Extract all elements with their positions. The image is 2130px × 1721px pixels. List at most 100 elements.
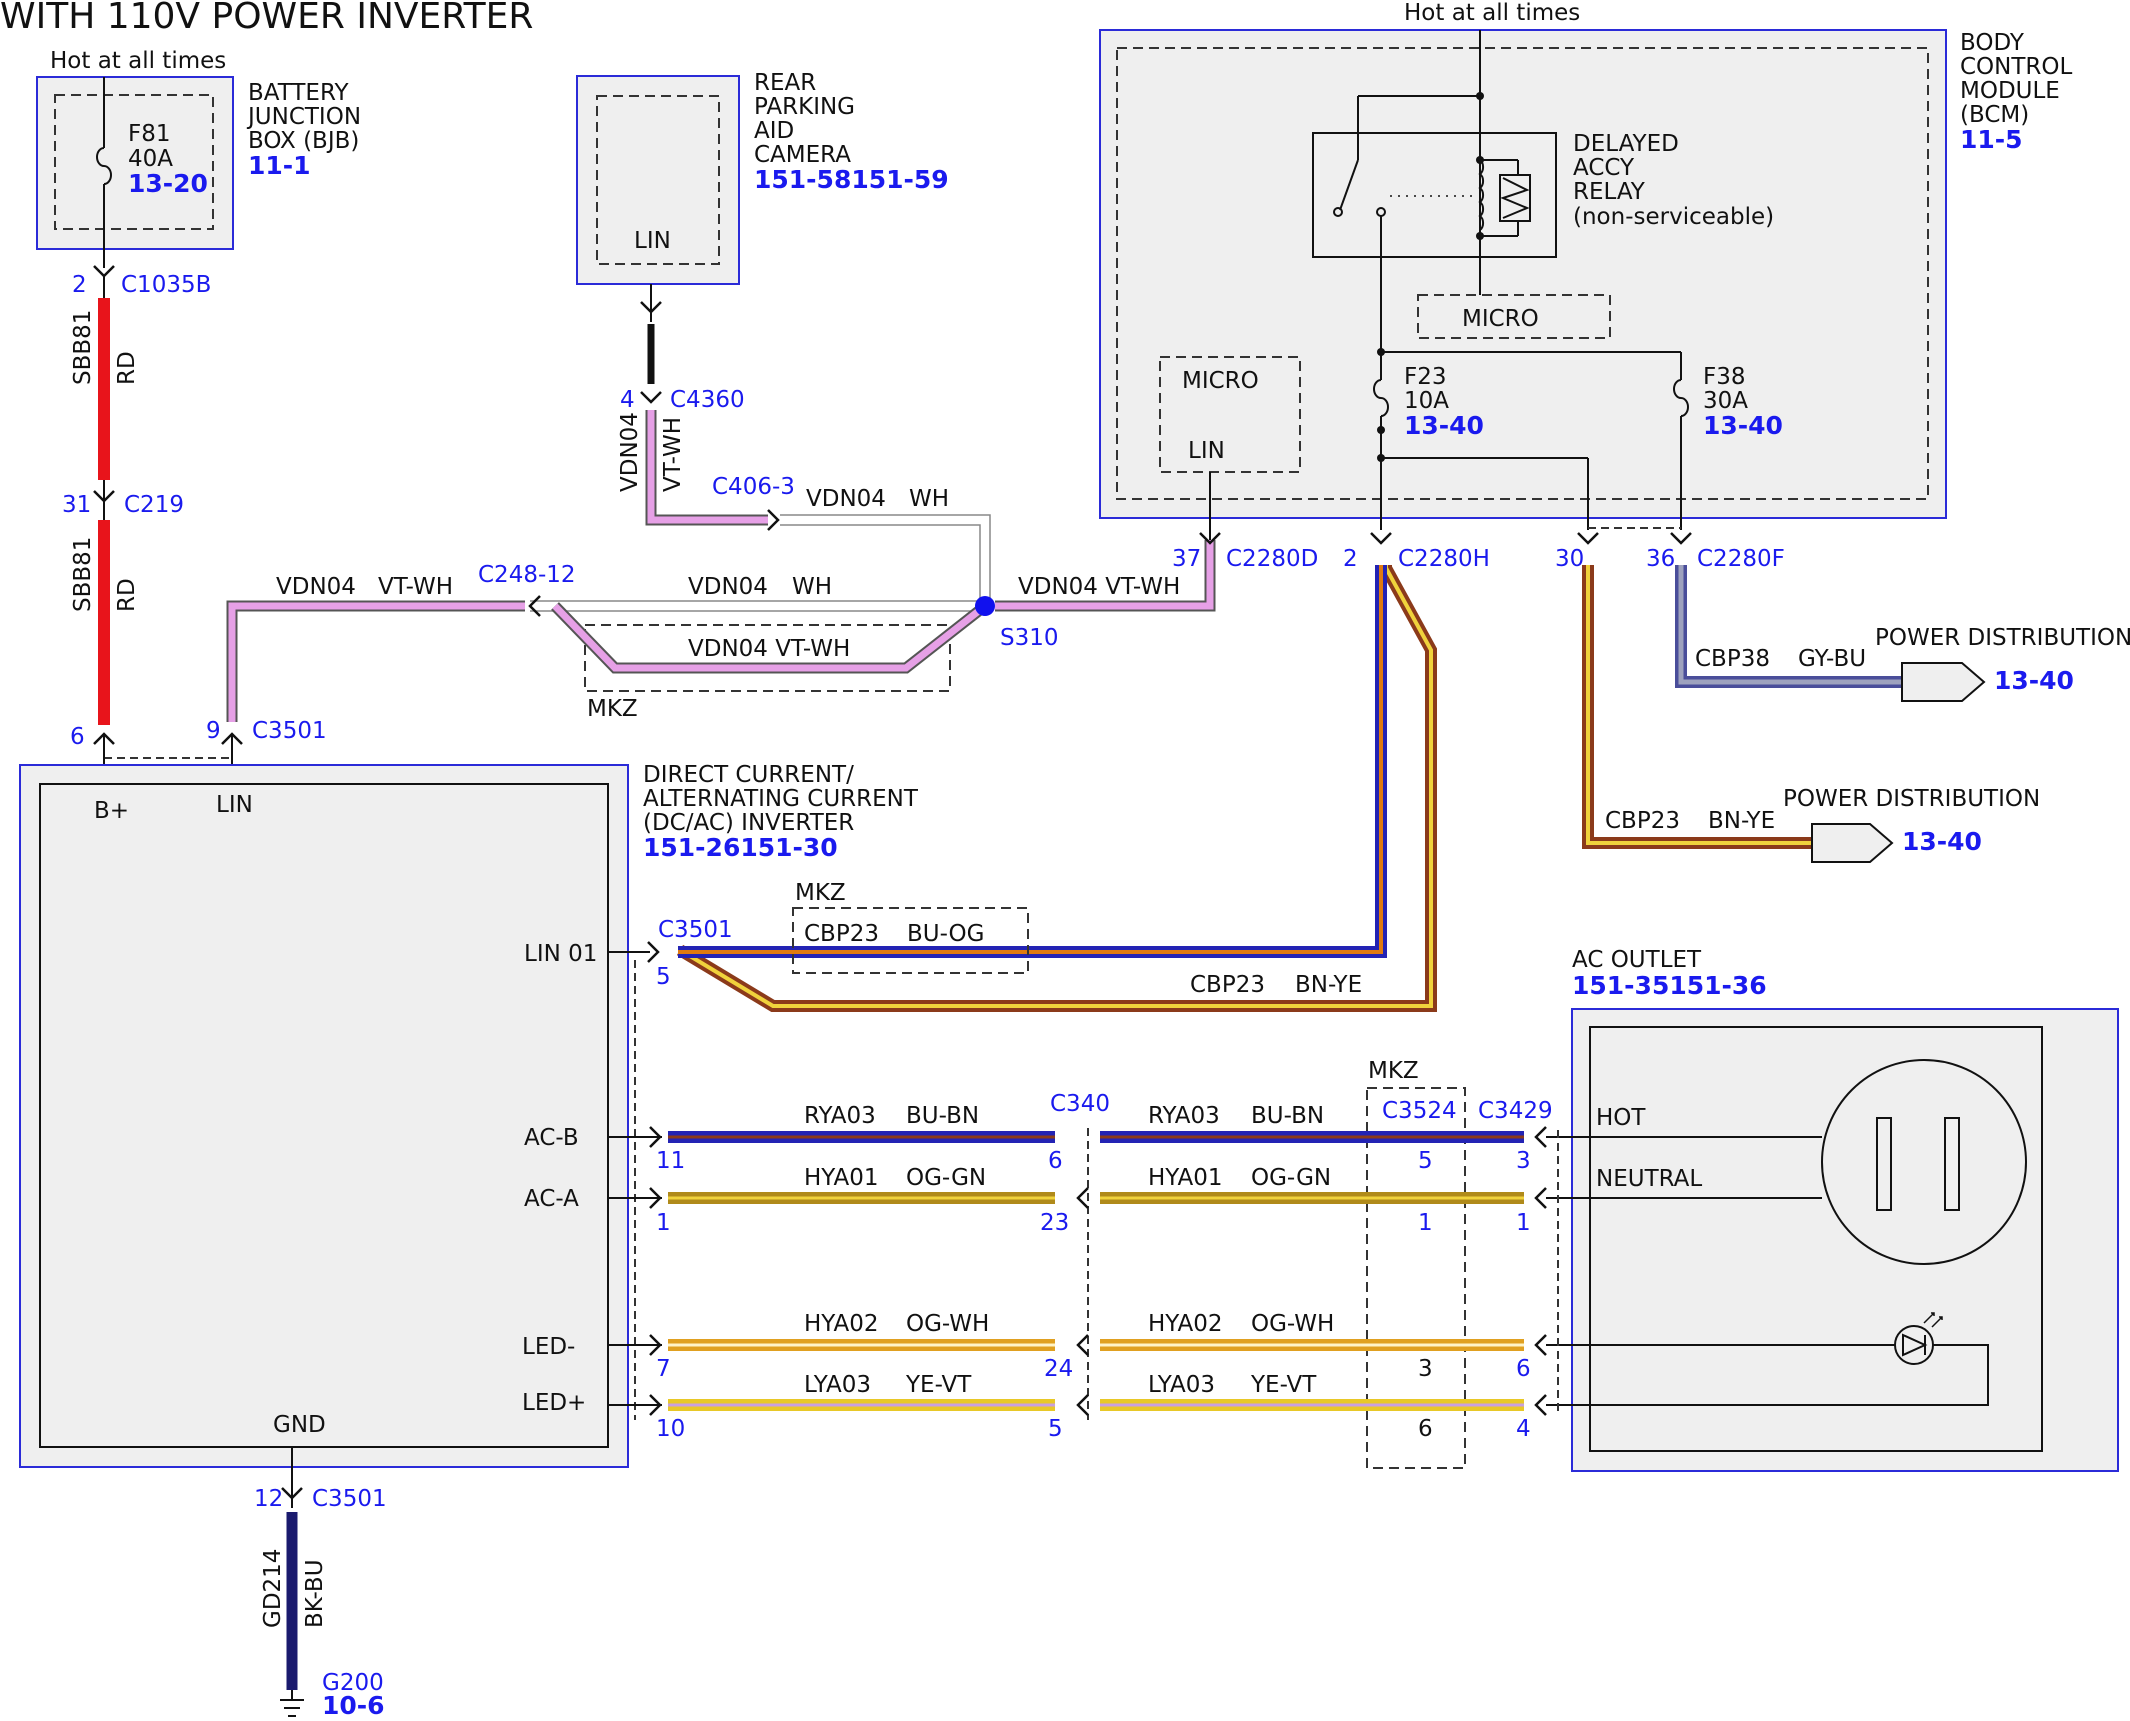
label-connectors-pins-c340-2: 24 — [1044, 1356, 1073, 1382]
label-connectors-c2280f-pin30: 30 — [1555, 546, 1584, 572]
label-outlet-ref: 151-35151-36 — [1572, 971, 1767, 1000]
label-bjb-fuse-ref: 13-20 — [128, 169, 208, 198]
label-wires-pd-ref: 13-40 — [1994, 666, 2074, 695]
label-camera-name2: PARKING — [754, 94, 855, 120]
battery-junction-box: Hot at all times F81 40A 13-20 BATTERY J… — [36, 48, 361, 268]
label-camera-ref: 151-58151-59 — [754, 165, 949, 194]
label-bcm-ref: 11-5 — [1960, 125, 2023, 154]
wire-cbp23-power-distribution: CBP23 BN-YE POWER DISTRIBUTION 13-40 — [1582, 565, 2040, 863]
label-wires-og-wh: OG-WH — [906, 1311, 989, 1337]
label-wires-og-wh: OG-WH — [1251, 1311, 1334, 1337]
label-connectors-c4360: C4360 — [670, 387, 745, 413]
label-bcm-name2: CONTROL — [1960, 54, 2073, 80]
label-connectors-c4360-pin: 4 — [620, 387, 635, 413]
label-wires-rd: RD — [114, 578, 140, 612]
label-bjb-name1: BATTERY — [248, 80, 349, 106]
label-camera-pin-label: LIN — [634, 228, 671, 254]
label-connectors-c219-pin: 31 — [62, 492, 91, 518]
label-connectors-pins-inv-1: 1 — [656, 1210, 671, 1236]
label-wires-hya01: HYA01 — [1148, 1165, 1223, 1191]
label-wires-rya03: RYA03 — [1148, 1103, 1220, 1129]
label-connectors-pins-c3429-0: 3 — [1516, 1148, 1531, 1174]
label-bcm-f38-amps: 30A — [1703, 388, 1748, 414]
label-connectors-c3501-pin9: 9 — [206, 718, 221, 744]
label-wires-cbp38: CBP38 — [1695, 646, 1770, 672]
label-wires-bn-ye: BN-YE — [1295, 972, 1362, 998]
wire-cbp38: CBP38 GY-BU POWER DISTRIBUTION 13-40 — [1675, 565, 2130, 702]
label-camera-name4: CAMERA — [754, 142, 851, 168]
fuse-f38-symbol — [1673, 379, 1689, 417]
wire-vdn04-camera: VDN04 VT-WH C406-3 VDN04 WH — [617, 410, 991, 600]
label-connectors-c3501-top: C3501 — [252, 718, 327, 744]
label-wires-bu-bn: BU-BN — [906, 1103, 979, 1129]
label-connectors-pins-c3429-3: 4 — [1516, 1416, 1531, 1442]
label-wires-ye-vt: YE-VT — [1250, 1372, 1317, 1398]
label-bcm-f23-ref: 13-40 — [1404, 411, 1484, 440]
label-camera-name1: REAR — [754, 70, 816, 96]
label-wires-wh: WH — [909, 486, 949, 512]
wire-sbb81: 31 C219 SBB81 RD SBB81 RD — [62, 276, 184, 725]
label-inverter-pin-lin: LIN — [216, 792, 253, 818]
label-bjb-name3: BOX (BJB) — [248, 128, 359, 154]
label-wires-lya03: LYA03 — [804, 1372, 871, 1398]
label-connectors-pins-c340-0: 6 — [1048, 1148, 1063, 1174]
ac-harness: C3429 MKZ C3524 C340 RYA03 BU-BN RYA03 B… — [608, 1058, 1559, 1469]
label-wires-hya02: HYA02 — [804, 1311, 879, 1337]
label-wires-sbb81: SBB81 — [70, 537, 96, 612]
splice-s310-harness: VDN04 WH MKZ VDN04 VT-WH S310 VDN04 VT-W… — [226, 540, 1216, 722]
label-connectors-c3501-lin: C3501 — [658, 917, 733, 943]
label-connectors-pins-inv-3: 10 — [656, 1416, 685, 1442]
label-inverter-pin-ledp: LED+ — [522, 1390, 586, 1416]
connector-c1035b: 2 C1035B — [72, 265, 211, 298]
label-wires-og-gn: OG-GN — [1251, 1165, 1331, 1191]
power-distribution-arrow-lower — [1811, 823, 1894, 863]
label-connectors-c3501-pin6: 6 — [70, 724, 85, 750]
label-wires-cbp23: CBP23 — [1190, 972, 1265, 998]
label-connectors-c3429: C3429 — [1478, 1098, 1553, 1124]
label-wires-gd214: GD214 — [260, 1549, 286, 1628]
rear-parking-aid-camera: LIN REAR PARKING AID CAMERA 151-58151-59… — [576, 70, 949, 413]
label-connectors-c3524: C3524 — [1382, 1098, 1457, 1124]
label-wires-pd-ref: 13-40 — [1902, 827, 1982, 856]
label-connectors-pins-c3429-1: 1 — [1516, 1210, 1531, 1236]
label-inverter-name3: (DC/AC) INVERTER — [643, 810, 854, 836]
delayed-accy-relay — [1312, 132, 1557, 258]
label-wires-mkz: MKZ — [587, 696, 638, 722]
label-inverter-pin-acb: AC-B — [524, 1125, 579, 1151]
label-bcm-f38-ref: 13-40 — [1703, 411, 1783, 440]
label-wires-vdn04: VDN04 — [617, 412, 643, 492]
label-bjb-fuse: F81 — [128, 121, 171, 147]
bcm-connectors: 37 C2280D 2 C2280H 30 36 C2280F — [1172, 527, 1785, 572]
label-connectors-c3501-gnd-pin: 12 — [254, 1486, 283, 1512]
label-inverter-pin-aca: AC-A — [524, 1186, 579, 1212]
label-connectors-pins-c3524-2: 3 — [1418, 1356, 1433, 1382]
label-connectors-g200-ref: 10-6 — [322, 1691, 385, 1720]
label-connectors-pins-c3524-1: 1 — [1418, 1210, 1433, 1236]
label-wires-hya02: HYA02 — [1148, 1311, 1223, 1337]
label-connectors-pins-inv-0: 11 — [656, 1148, 685, 1174]
label-wires-wh: WH — [792, 574, 832, 600]
label-connectors-c2280h: C2280H — [1398, 546, 1490, 572]
label-connectors-pins-c3524-0: 5 — [1418, 1148, 1433, 1174]
bjb-hot-label: Hot at all times — [50, 48, 226, 74]
label-bcm-relay3: RELAY — [1573, 179, 1646, 205]
label-outlet-name: AC OUTLET — [1572, 947, 1702, 973]
label-connectors-c406: C406-3 — [712, 474, 795, 500]
label-wires-vdn04: VDN04 — [688, 574, 768, 600]
connector-c3501-top: 6 9 C3501 — [70, 718, 327, 787]
label-connectors-pins-c340-1: 23 — [1040, 1210, 1069, 1236]
label-camera-name3: AID — [754, 118, 794, 144]
label-connectors-c2280d: C2280D — [1226, 546, 1318, 572]
label-inverter-pin-gnd: GND — [273, 1412, 326, 1438]
label-inverter-name2: ALTERNATING CURRENT — [643, 786, 919, 812]
label-inverter-ref: 151-26151-30 — [643, 833, 838, 862]
label-wires-vdn04-vtwh: VDN04 VT-WH — [1018, 574, 1180, 600]
label-connectors-c1035b: C1035B — [121, 272, 211, 298]
label-connectors-pins-c3429-2: 6 — [1516, 1356, 1531, 1382]
label-wires-lya03: LYA03 — [1148, 1372, 1215, 1398]
label-wires-rd: RD — [114, 351, 140, 385]
label-wires-bk-bu: BK-BU — [302, 1559, 328, 1628]
label-connectors-c2280d-pin: 37 — [1172, 546, 1201, 572]
label-bcm-relay1: DELAYED — [1573, 131, 1679, 157]
label-connectors-c3501-lin-pin: 5 — [656, 964, 671, 990]
